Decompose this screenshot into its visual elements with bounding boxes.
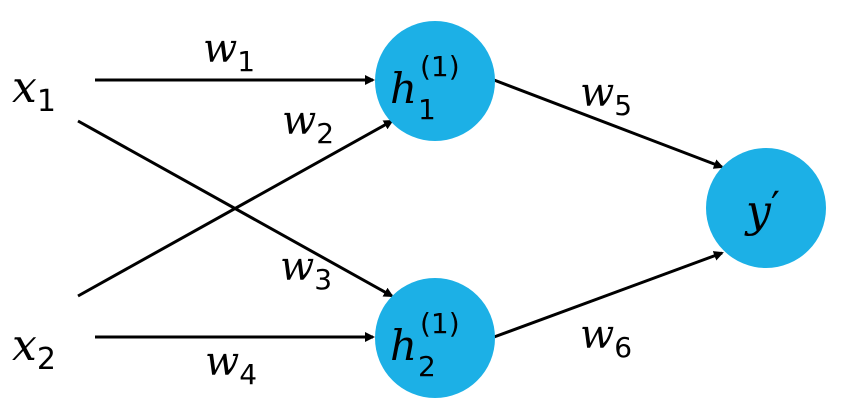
output-node [706, 148, 826, 268]
edge-h2-y [493, 251, 724, 339]
weight-w2-label: w2 [282, 98, 334, 150]
edge-h1-y [493, 78, 724, 169]
weight-w6-label: w6 [580, 312, 632, 364]
hidden-node-2 [375, 278, 495, 398]
hidden-h1-superscript: (1) [420, 50, 460, 83]
weight-w1-label: w1 [203, 26, 255, 78]
weight-w5-label: w5 [580, 70, 632, 122]
hidden-node-1 [375, 21, 495, 141]
hidden-h2-superscript: (1) [420, 307, 460, 340]
input-x2-label: x2 [12, 320, 56, 377]
weight-w4-label: w4 [205, 339, 257, 391]
input-x1-label: x1 [12, 62, 56, 119]
hidden-h2-label: h [390, 321, 417, 370]
weight-w3-label: w3 [280, 244, 332, 296]
hidden-h2-subscript: 2 [418, 350, 436, 383]
output-y-label: y′ [744, 184, 780, 237]
hidden-h1-subscript: 1 [418, 93, 436, 126]
edge-x1-h2 [77, 119, 394, 298]
hidden-h1-label: h [390, 64, 417, 113]
